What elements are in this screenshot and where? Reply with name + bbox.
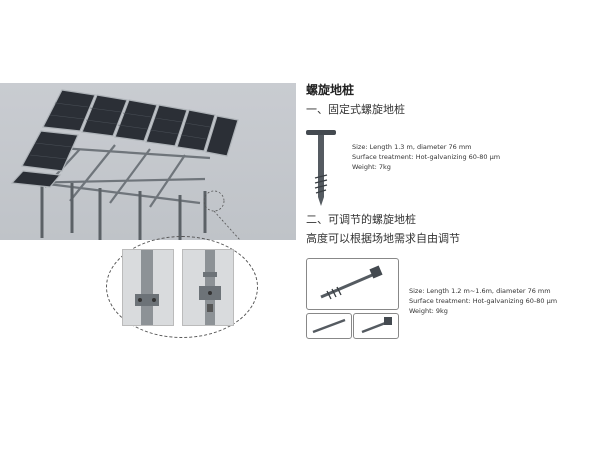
adjustable-spec-surface: Surface treatment: Hot-galvanizing 60-80… [409,297,558,305]
adjustable-pile-image-main [306,258,399,310]
fixed-spec-weight: Weight: 7kg [352,163,391,171]
adjustable-pile-image-top [353,313,399,339]
fixed-pile-detail [122,249,174,326]
fixed-screw-pile-image [306,130,336,206]
adjustable-pile-detail [182,249,234,326]
adjustable-spec-size: Size: Length 1.2 m~1.6m, diameter 76 mm [409,287,551,295]
solar-array-render [0,83,296,241]
fixed-spec-surface: Surface treatment: Hot-galvanizing 60-80… [352,153,501,161]
section-fixed-heading: 一、固定式螺旋地桩 [306,103,405,116]
detail-zoom-callout [106,236,258,338]
detail-callout-circle [203,190,225,212]
adjustable-spec-weight: Weight: 9kg [409,307,448,315]
solar-array-illustration [10,89,241,241]
fixed-spec-size: Size: Length 1.3 m, diameter 76 mm [352,143,472,151]
adjustable-pile-image-side [306,313,352,339]
section-adjustable-heading: 二、可调节的螺旋地桩 [306,213,416,226]
product-title: 螺旋地桩 [306,83,355,97]
section-adjustable-subheading: 高度可以根据场地需求自由调节 [306,232,460,245]
